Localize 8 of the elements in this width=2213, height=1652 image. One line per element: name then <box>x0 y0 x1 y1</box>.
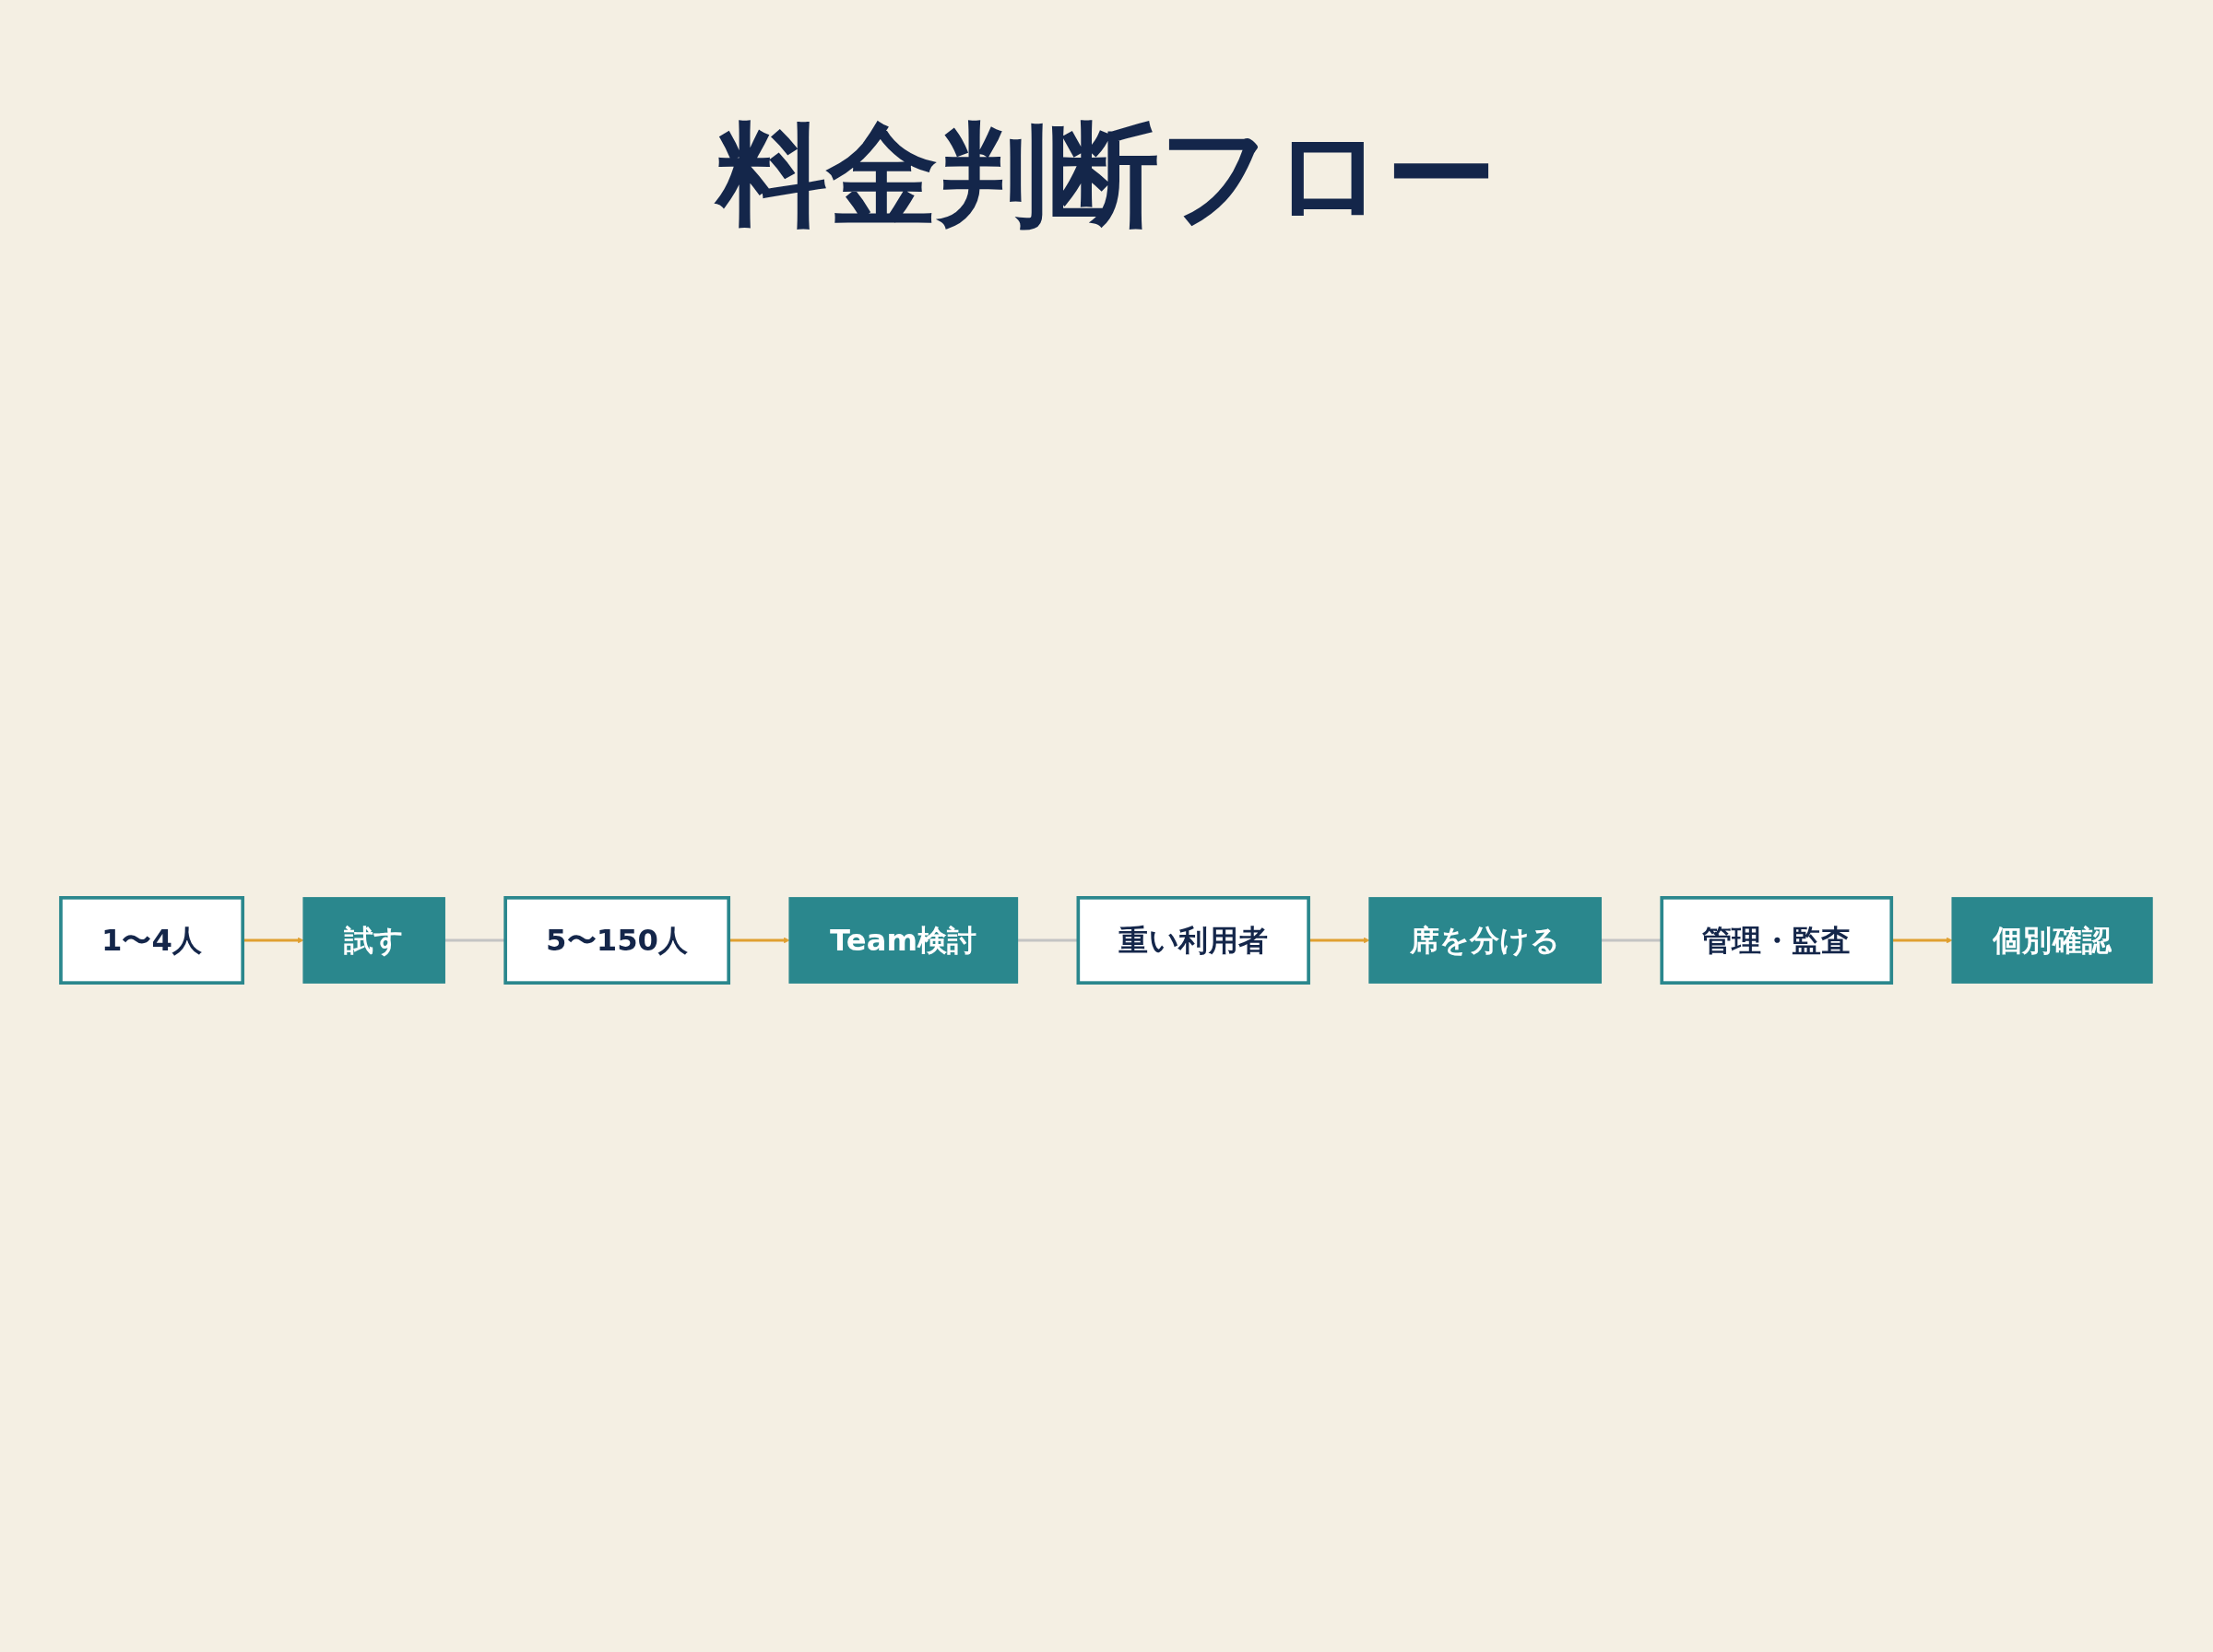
node-box: 1〜4人 <box>59 896 245 985</box>
node-box: 5〜150人 <box>503 896 731 985</box>
node-box: Team検討 <box>788 897 1019 984</box>
title: 料金判断フロー <box>0 0 2213 252</box>
node-box: 試す <box>302 897 445 984</box>
node-box: 席を分ける <box>1368 897 1603 984</box>
node-box: 管理・監査 <box>1660 896 1894 985</box>
node-box: 重い利用者 <box>1076 896 1310 985</box>
